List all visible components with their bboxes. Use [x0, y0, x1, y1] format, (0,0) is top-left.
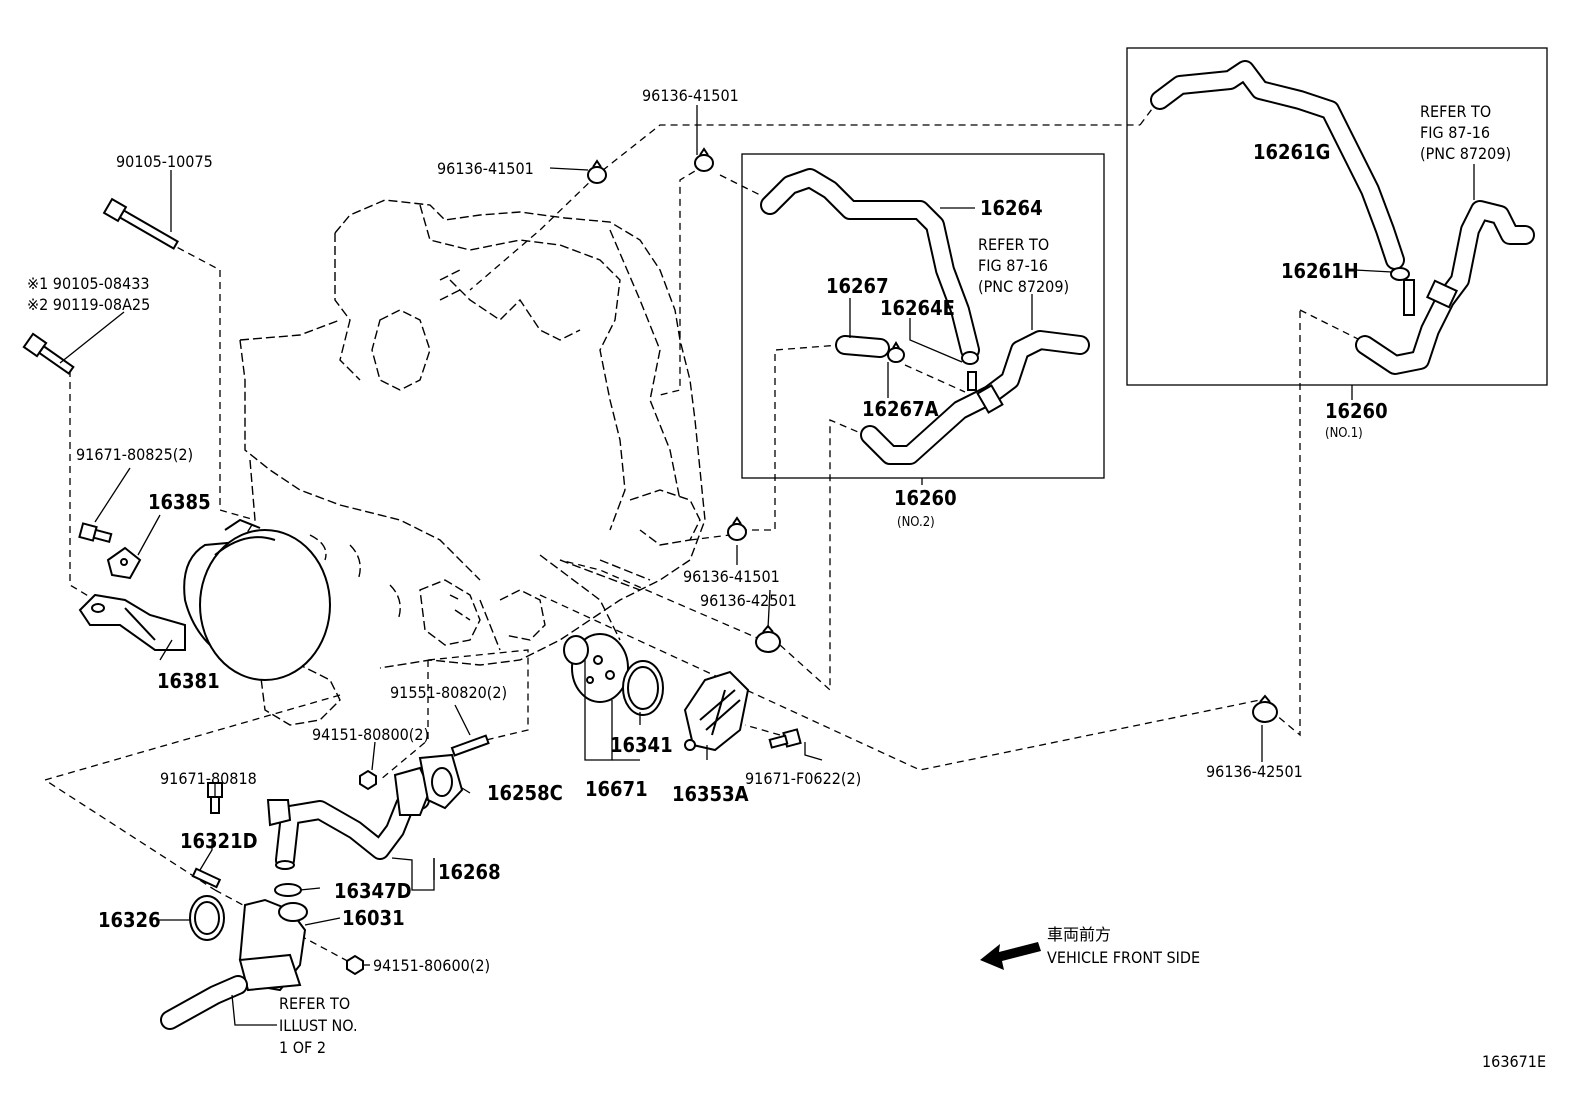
front-side-english: VEHICLE FRONT SIDE — [1047, 948, 1200, 967]
callout-labels: 96136-41501 96136-41501 90105-10075 ※1 9… — [27, 86, 1546, 1071]
callout-x2-90119-08A25: ※2 90119-08A25 — [27, 295, 150, 314]
refer-illust-line3: 1 OF 2 — [279, 1038, 326, 1057]
callout-16268: 16268 — [438, 860, 501, 884]
callout-96136-41501-mid: 96136-41501 — [437, 159, 534, 178]
refer-illust-line1: REFER TO — [279, 994, 350, 1013]
callout-91551-80820: 91551-80820(2) — [390, 683, 507, 702]
front-side-japanese: 車両前方 — [1047, 925, 1111, 944]
callout-16341: 16341 — [610, 733, 673, 757]
thermostat-drawing — [563, 633, 629, 703]
sublabel-no2: (NO.2) — [897, 515, 935, 530]
sublabel-no1: (NO.1) — [1325, 426, 1363, 441]
bracket-drawing — [78, 546, 186, 651]
callout-16260-no1: 16260 — [1325, 399, 1388, 423]
callout-16261H: 16261H — [1281, 259, 1359, 283]
callout-96136-42501-right: 96136-42501 — [1206, 762, 1303, 781]
refer-fig-no1-line2: FIG 87-16 — [1420, 123, 1490, 142]
solid-leaders — [59, 105, 1475, 1026]
callout-94151-80600: 94151-80600(2) — [373, 956, 490, 975]
hose-16260-no1-drawing — [1355, 200, 1535, 375]
callout-16385: 16385 — [148, 490, 211, 514]
water-pipe-16268-drawing — [266, 766, 432, 870]
oring-16347D-drawing — [274, 883, 302, 897]
refer-fig-no2-line1: REFER TO — [978, 235, 1049, 254]
refer-fig-no1-line3: (PNC 87209) — [1420, 144, 1511, 163]
water-outlet-16031-drawing — [160, 898, 308, 1030]
hose-16260-no2-drawing — [860, 330, 1090, 465]
callout-91671-F0622: 91671-F0622(2) — [745, 769, 861, 788]
callout-91671-80818: 91671-80818 — [160, 769, 257, 788]
hose-16264-drawing — [760, 168, 980, 360]
callout-16326: 16326 — [98, 908, 161, 932]
callout-16671: 16671 — [585, 777, 648, 801]
callout-16258C: 16258C — [487, 781, 563, 805]
callout-16347D: 16347D — [334, 879, 412, 903]
clamp-icons — [587, 147, 1410, 723]
gasket-16258C-drawing — [418, 753, 464, 810]
engine-outline — [229, 199, 706, 726]
figure-code: 163671E — [1482, 1052, 1546, 1071]
callout-16321D: 16321D — [180, 829, 258, 853]
hose-kit-no2-box — [741, 153, 1105, 479]
callout-16261G: 16261G — [1253, 140, 1330, 164]
callout-91671-80825: 91671-80825(2) — [76, 445, 193, 464]
callout-16260-no2: 16260 — [894, 486, 957, 510]
hose-kit-no1-box — [1126, 47, 1548, 386]
callout-16264E: 16264E — [880, 296, 955, 320]
hose-16261G-drawing — [1150, 60, 1405, 270]
callout-96136-42501-mid: 96136-42501 — [700, 591, 797, 610]
callout-16264: 16264 — [980, 196, 1043, 220]
inlet-16353A-drawing — [683, 670, 750, 752]
callout-16381: 16381 — [157, 669, 220, 693]
callout-16031: 16031 — [342, 906, 405, 930]
gasket-16341-drawing — [622, 660, 664, 716]
callout-90105-10075: 90105-10075 — [116, 152, 213, 171]
oring-16326-drawing — [189, 895, 225, 941]
refer-illust-line2: ILLUST NO. — [279, 1016, 358, 1035]
alternator-drawing — [183, 518, 331, 681]
vehicle-front-arrow-icon — [980, 942, 1041, 970]
callout-94151-80800: 94151-80800(2) — [312, 725, 429, 744]
refer-fig-no2-line2: FIG 87-16 — [978, 256, 1048, 275]
refer-fig-no2-line3: (PNC 87209) — [978, 277, 1069, 296]
callout-16267A: 16267A — [862, 397, 939, 421]
callout-96136-41501-low: 96136-41501 — [683, 567, 780, 586]
refer-fig-no1-line1: REFER TO — [1420, 102, 1491, 121]
callout-16353A: 16353A — [672, 782, 749, 806]
hose-16267-drawing — [835, 335, 890, 358]
callout-x1-90105-08433: ※1 90105-08433 — [27, 274, 150, 293]
callout-16267: 16267 — [826, 274, 889, 298]
bolt-icons — [22, 197, 802, 976]
callout-96136-41501-top: 96136-41501 — [642, 86, 739, 105]
